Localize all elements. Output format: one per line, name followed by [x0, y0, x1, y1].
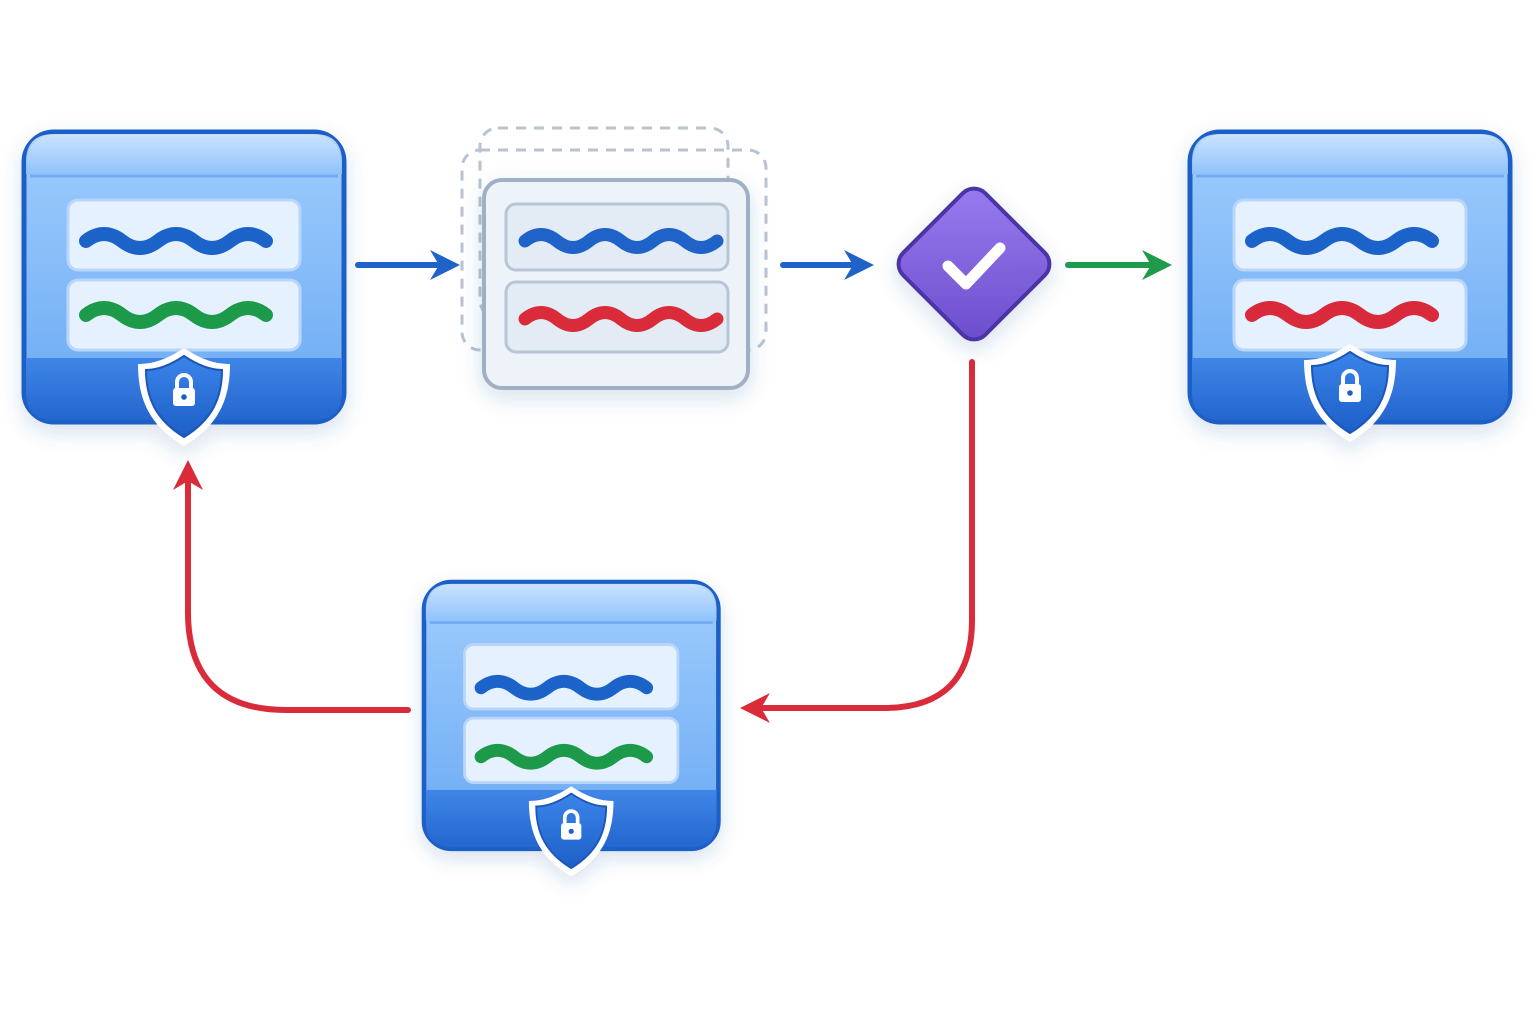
- wave-blue: [79, 227, 273, 255]
- wave-blue: [1245, 227, 1439, 255]
- wave-green: [79, 301, 273, 329]
- node-staged-change: [460, 126, 768, 390]
- shield-lock-icon: [136, 346, 232, 448]
- edge-check-to-rollback: [740, 359, 975, 723]
- node-rollback-store: [424, 582, 718, 879]
- check-icon: [942, 242, 1006, 290]
- wave-green: [474, 743, 654, 770]
- node-target-store: [1190, 132, 1510, 444]
- wave-blue: [474, 674, 654, 701]
- node-source-store: [24, 132, 344, 448]
- ghost-frame-mid: [460, 148, 768, 352]
- edge-rollback-to-source: [173, 460, 411, 713]
- wave-blue: [518, 228, 724, 254]
- shield-lock-icon: [1302, 342, 1398, 444]
- wave-red: [518, 306, 724, 332]
- shield-lock-icon: [527, 784, 616, 879]
- node-validation-check: [896, 186, 1052, 342]
- wave-red: [1245, 301, 1439, 329]
